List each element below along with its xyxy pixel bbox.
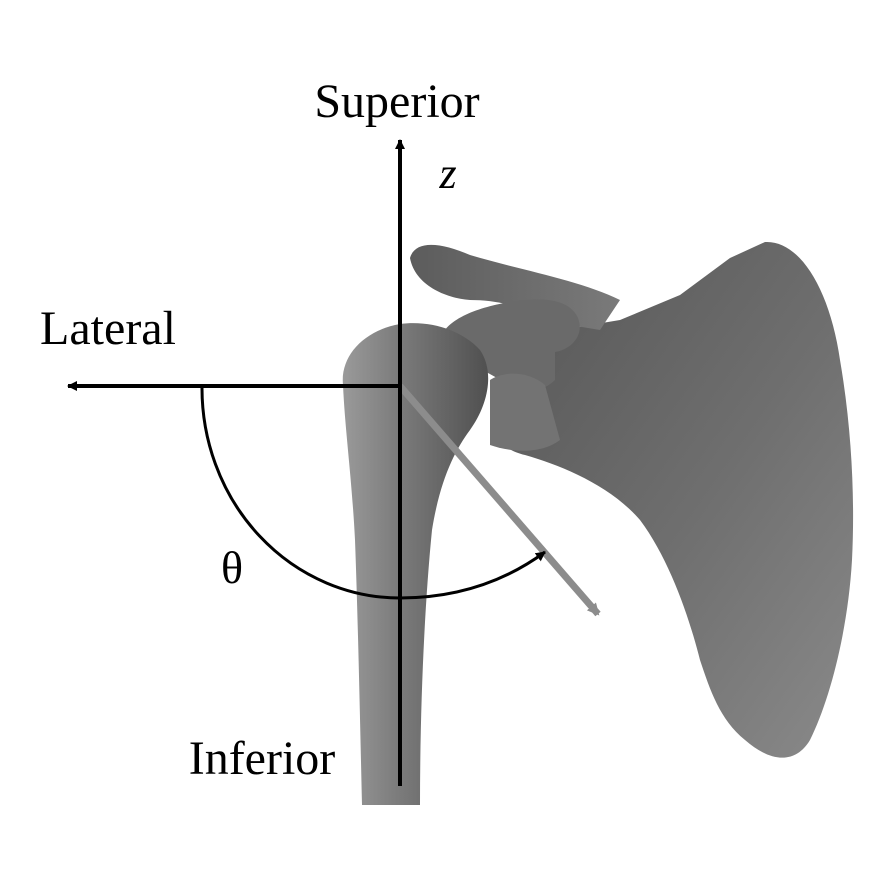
humerus-shape: [342, 323, 489, 805]
inferior-label: Inferior: [189, 732, 336, 785]
z-axis-label: z: [438, 149, 456, 198]
coracoid-shape: [438, 299, 580, 392]
lateral-label: Lateral: [40, 302, 176, 355]
scapula-vector: [397, 383, 601, 617]
superior-label: Superior: [314, 75, 479, 128]
scapula-shape: [490, 241, 854, 758]
theta-label: θ: [221, 542, 243, 593]
theta-arc: [200, 385, 546, 600]
glenoid-shape: [490, 373, 560, 451]
